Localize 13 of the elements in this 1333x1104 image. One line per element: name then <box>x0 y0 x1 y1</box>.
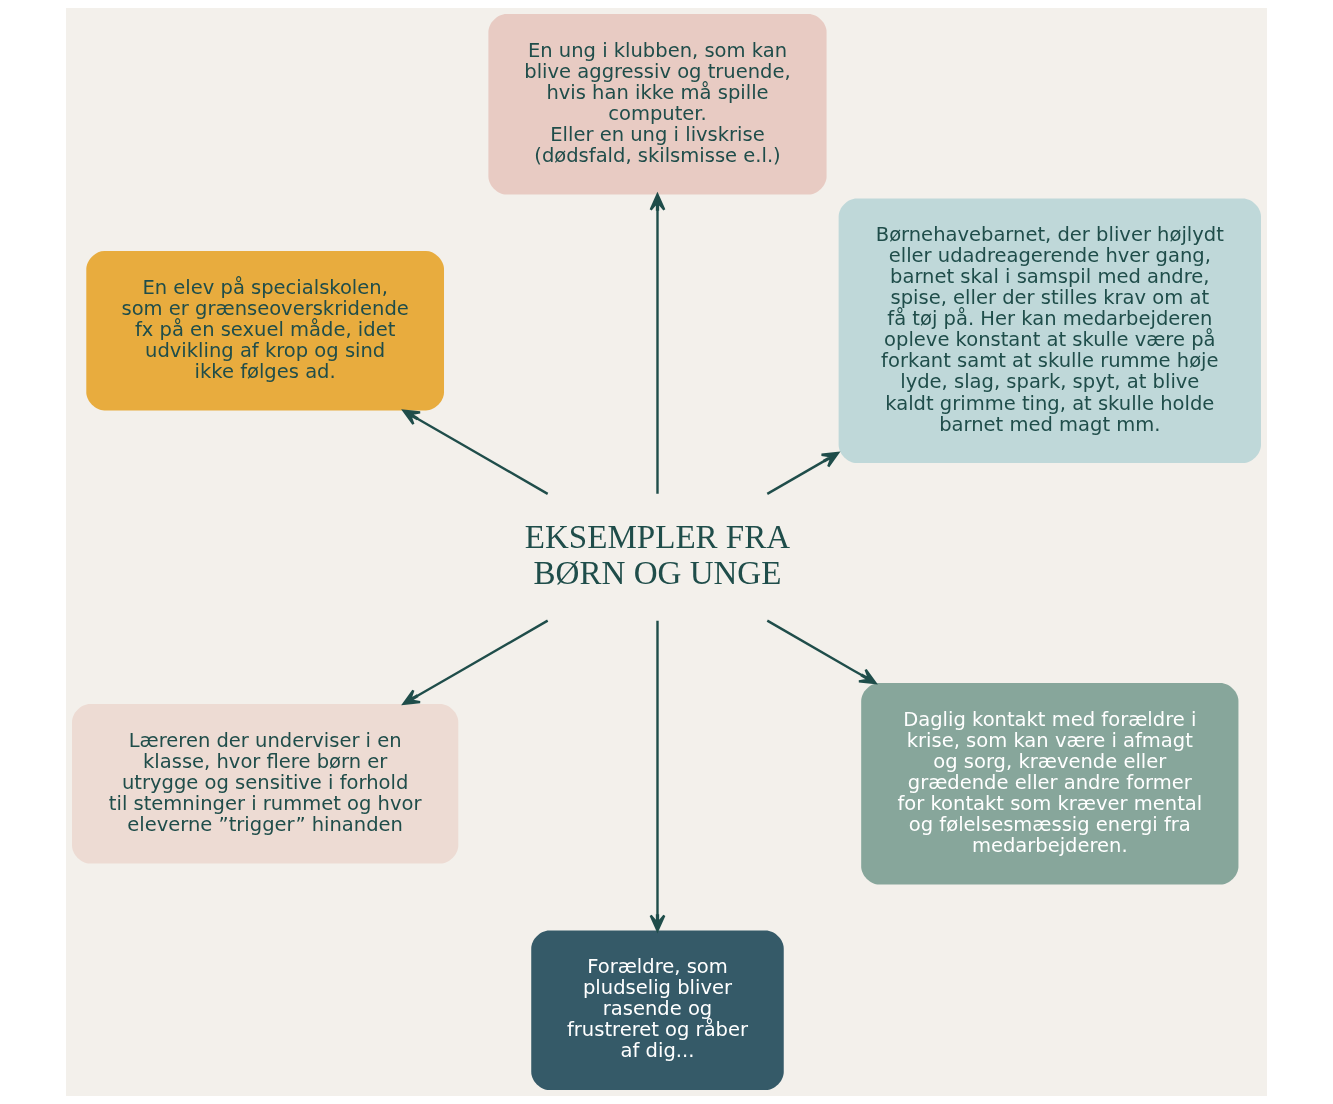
arrow <box>402 409 549 495</box>
arrow <box>766 619 877 685</box>
arrow <box>766 451 840 495</box>
node-box: En ung i klubben, som kan blive aggressiv og truende, hvis han ikke må spille computer. Eller en ung i livskrise (dødsfald, skilsmisse e.l.) <box>488 14 827 195</box>
node-box: Læreren der underviser i en klasse, hvor flere børn er utrygge og sensitive i forhold til stemninger i rummet og hvor eleverne ”trigger” hinanden <box>72 704 459 864</box>
node-text: EKSEMPLER FRA BØRN OG UNGE <box>524 518 791 591</box>
node-box: Børnehavebarnet, der bliver højlydt eller udadreagerende hver gang, barnet skal i samspil med andre, spise, eller der stilles krav om at få tøj på. Her kan medarbejderen opleve konstant at skulle være på forkant samt at skulle rumme høje lyde, slag, spark, spyt, at blive kaldt grimme ting, at skulle holde barnet med magt mm. <box>838 198 1261 463</box>
arrow <box>649 193 666 494</box>
arrow <box>649 620 666 932</box>
node-box: Daglig kontakt med forældre i krise, som kan være i afmagt og sorg, krævende eller grædende eller andre former for kontakt som kræver mental og følelsesmæssig energi fra medarbejderen. <box>861 683 1239 885</box>
arrow <box>402 619 549 705</box>
node-box: En elev på specialskolen, som er grænseoverskridende fx på en sexuel måde, idet udvikling af krop og sind ikke følges ad. <box>86 251 444 411</box>
node-box: Forældre, som pludselig bliver rasende og frustreret og råber af dig... <box>531 930 784 1090</box>
